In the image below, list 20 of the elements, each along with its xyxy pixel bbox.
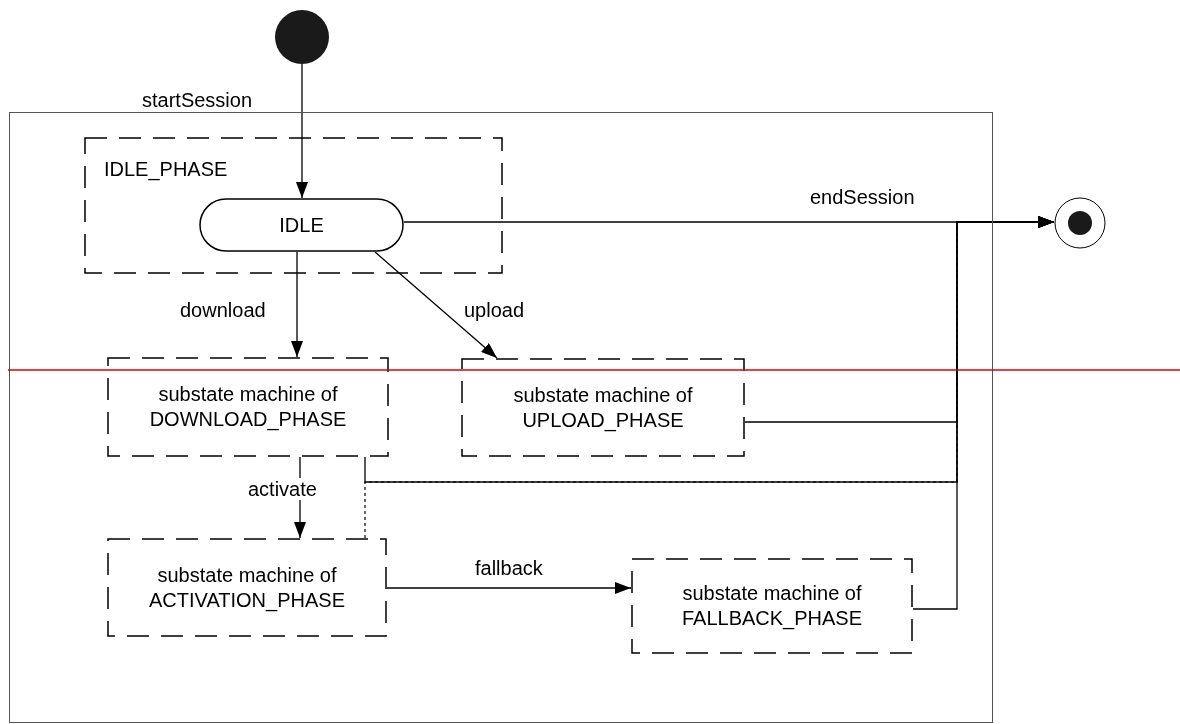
initial-state-circle [275,10,329,64]
substate-box [631,558,913,654]
substate-box [461,358,745,457]
state-name: substate machine of ACTIVATION_PHASE [148,562,346,613]
state-box [199,198,404,252]
state-name: IDLE [278,212,325,238]
transition-arrow [291,251,303,358]
state-name: substate machine of UPLOAD_PHASE [512,382,694,433]
transition-arrow [386,582,632,594]
transition-arrow [374,251,498,359]
substate-box [107,357,389,457]
region-title: IDLE_PHASE [104,157,228,182]
state-name: substate machine of FALLBACK_PHASE [680,581,864,631]
final-state-circle [1054,197,1106,249]
edge-label: activate [246,478,319,500]
transition-arrow [296,63,308,199]
composite-state-frame [9,112,993,723]
state-name: substate machine of DOWNLOAD_PHASE [148,382,348,432]
phase-region [84,137,503,274]
substate-box [107,538,387,637]
